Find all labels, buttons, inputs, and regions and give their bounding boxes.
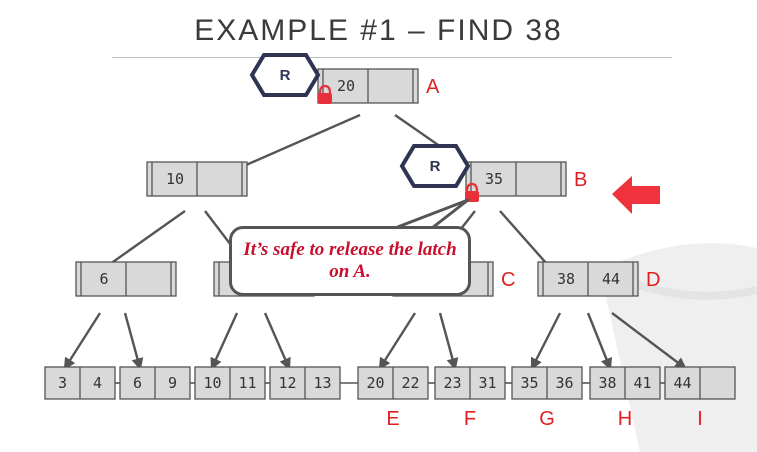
tree-edge-arrow: [438, 312, 459, 371]
leaf-key: 36: [555, 374, 573, 392]
tree-edge-arrow: [210, 312, 239, 371]
leaf-key: 13: [313, 374, 331, 392]
tree-edge-arrow: [378, 312, 417, 371]
tree-edge-arrow: [263, 312, 291, 371]
padlock-icon: [318, 84, 332, 104]
node-key: 44: [602, 270, 620, 288]
callout-box: It’s safe to release the latch on A.: [229, 226, 471, 296]
inner-node-D: 38 44: [537, 261, 639, 297]
tree-edge-arrow: [586, 312, 613, 371]
hexagon-latch-icon: [249, 53, 321, 97]
leaf-key: 10: [203, 374, 221, 392]
node-key: 10: [166, 170, 184, 188]
key-slot: [198, 163, 241, 195]
leaf-key: 12: [278, 374, 296, 392]
leaf-key: 31: [478, 374, 496, 392]
red-arrow-icon: [612, 176, 660, 214]
leaf-label: I: [697, 408, 703, 430]
leaf-node: 10 11: [194, 366, 266, 400]
leaf-key: 11: [238, 374, 256, 392]
node-label: B: [574, 169, 587, 191]
leaf-key: 3: [58, 374, 67, 392]
inner-node-n6: 6: [75, 261, 177, 297]
node-label: D: [646, 269, 660, 291]
key-slot: [153, 163, 196, 195]
tree-edge-arrow: [611, 312, 687, 370]
leaf-label: F: [464, 408, 476, 430]
leaf-key: 9: [168, 374, 177, 392]
tree-edges: [63, 113, 687, 371]
leaf-key: 23: [443, 374, 461, 392]
latch-A: R: [249, 53, 321, 97]
latch-label: R: [430, 158, 441, 175]
slide-title: EXAMPLE #1 – FIND 38: [194, 14, 563, 47]
leaf-node: 44: [664, 366, 736, 400]
key-slot: [517, 163, 560, 195]
inner-node-n10: 10: [146, 161, 248, 197]
leaf-key: 22: [401, 374, 419, 392]
inner-node-B: 35: [465, 161, 567, 197]
leaf-key: 44: [673, 374, 691, 392]
key-slot: [544, 263, 587, 295]
leaf-node: 23 31: [434, 366, 506, 400]
key-slot: [589, 263, 632, 295]
latch-B: R: [399, 144, 471, 188]
leaf-node: 38 41: [589, 366, 661, 400]
node-key: 20: [337, 77, 355, 95]
node-label: C: [501, 269, 515, 291]
title-divider: [112, 57, 672, 58]
hexagon-latch-icon: [399, 144, 471, 188]
callout-pointer: [393, 198, 470, 230]
tree-edge-arrow: [530, 312, 562, 371]
tree-edge-arrow: [63, 312, 102, 371]
leaf-key: 38: [598, 374, 616, 392]
leaf-key: 4: [93, 374, 102, 392]
leaf-key: 20: [366, 374, 384, 392]
leaf-label: E: [386, 408, 399, 430]
leaf-label: G: [539, 408, 555, 430]
leaf-key: 35: [520, 374, 538, 392]
leaf-key: 41: [633, 374, 651, 392]
latch-label: R: [280, 67, 291, 84]
node-labels: A B C D E F G H I: [386, 76, 702, 430]
leaf-node: 12 13: [269, 366, 341, 400]
leaf-key: 6: [133, 374, 142, 392]
inner-node-A: 20: [317, 68, 419, 104]
node-key: 6: [99, 270, 108, 288]
key-slot: [472, 163, 515, 195]
node-label: A: [426, 76, 440, 98]
leaf-node: 35 36: [511, 366, 583, 400]
node-key: 38: [557, 270, 575, 288]
node-key: 35: [485, 170, 503, 188]
leaf-label: H: [618, 408, 632, 430]
key-slot: [127, 263, 170, 295]
key-slot: [82, 263, 125, 295]
tree-edge-arrow: [123, 312, 144, 371]
callout-text: It’s safe to release the latch on A.: [243, 239, 457, 282]
key-slot: [369, 70, 412, 102]
